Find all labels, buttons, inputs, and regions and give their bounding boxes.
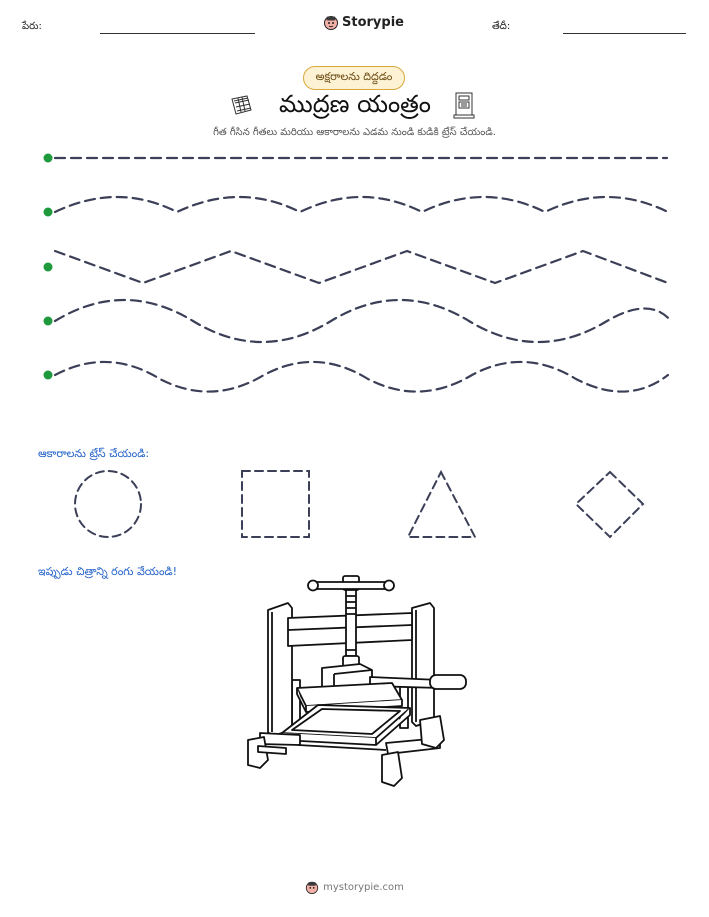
trace-circle: [74, 470, 142, 538]
tracing-shapes[interactable]: [0, 460, 709, 550]
date-line[interactable]: [563, 33, 686, 34]
trace-diamond: [574, 470, 645, 539]
date-label: తేదీ:: [492, 21, 511, 32]
trace-line-wave-1: [53, 195, 670, 214]
type-tray-icon: [231, 95, 252, 115]
press-machine-icon: [453, 92, 475, 119]
trace-line-wave-2: [53, 299, 673, 343]
trace-square: [241, 470, 310, 538]
page-title: ముద్రణ యంత్రం: [279, 90, 431, 118]
topic-badge: అక్షరాలను దిద్దడం: [303, 66, 405, 90]
start-dot-5: [43, 370, 53, 380]
shapes-section-label: ఆకారాలను ట్రేస్ చేయండి:: [38, 447, 150, 460]
tracing-lines[interactable]: [0, 140, 709, 400]
coloring-section-label: ఇప్పుడు చిత్రాన్ని రంగు వేయండి!: [38, 565, 178, 578]
start-dot-3: [43, 262, 53, 272]
name-label: పేరు:: [22, 21, 42, 32]
brand-name: Storypie: [342, 14, 404, 30]
name-line[interactable]: [100, 33, 255, 34]
trace-line-wave-3: [53, 360, 670, 393]
start-dot-1: [43, 153, 53, 163]
footer: mystorypie.com: [0, 880, 709, 894]
storypie-logo-icon: [305, 881, 319, 894]
start-dot-4: [43, 316, 53, 326]
printing-press-illustration[interactable]: [235, 570, 475, 790]
brand: Storypie: [323, 14, 404, 30]
trace-triangle: [406, 469, 477, 538]
footer-site[interactable]: mystorypie.com: [323, 881, 404, 893]
trace-line-zigzag: [53, 249, 670, 285]
start-dot-2: [43, 207, 53, 217]
instruction-text: గీత గీసిన గీతలు మరియు ఆకారాలను ఎడమ నుండి…: [213, 127, 496, 138]
storypie-logo-icon: [324, 16, 338, 30]
